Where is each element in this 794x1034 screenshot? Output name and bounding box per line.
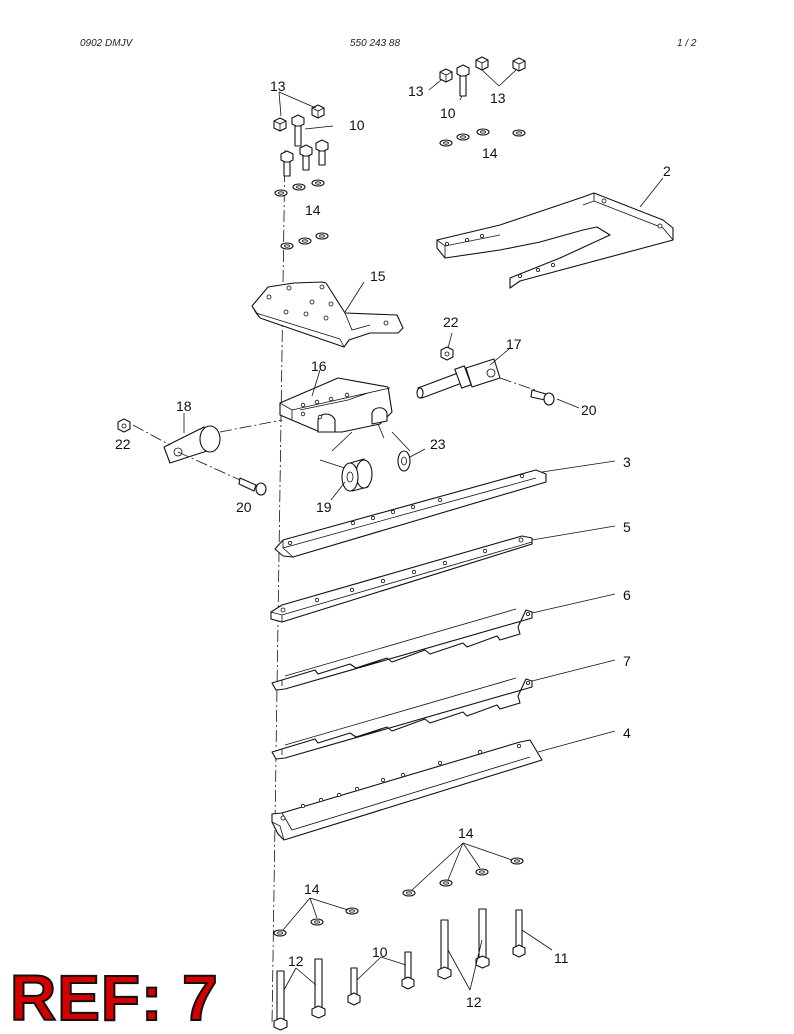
doc-code: 0902 DMJV: [80, 38, 133, 49]
shaft-eye-part-17: [416, 358, 501, 399]
callout-20: 20: [581, 402, 597, 418]
callout-6: 6: [623, 587, 631, 603]
bolts-top-left: [280, 114, 329, 177]
bar-part-5: [270, 535, 533, 623]
nuts-top-left: [273, 104, 325, 132]
callout-7: 7: [623, 653, 631, 669]
bolt-long: [311, 958, 326, 1019]
callout-3: 3: [623, 454, 631, 470]
pin-part-20-upper: [530, 389, 555, 406]
blade-part-7: [271, 677, 533, 760]
bolt: [280, 150, 294, 177]
callout-14: 14: [458, 825, 474, 841]
pin-part-20-lower: [238, 477, 267, 496]
bolt-top-right: [456, 64, 470, 97]
washers-top-left: [274, 179, 329, 250]
callout-5: 5: [623, 519, 631, 535]
hex-nut: [273, 117, 287, 132]
nut-part-22-lower: [117, 418, 131, 433]
callout-13: 13: [270, 78, 286, 94]
shaft-part-18: [163, 425, 221, 464]
callout-18: 18: [176, 398, 192, 414]
callout-22: 22: [443, 314, 459, 330]
callout-2: 2: [663, 163, 671, 179]
callout-23: 23: [430, 436, 446, 452]
angled-blade-part-4: [271, 739, 543, 841]
callout-12: 12: [288, 953, 304, 969]
bolt-short: [347, 967, 361, 1006]
callout-17: 17: [506, 336, 522, 352]
bolt-long: [437, 919, 452, 980]
mounting-plate-part-15: [251, 281, 404, 348]
bolt: [315, 139, 329, 166]
washers-bottom-right: [402, 857, 524, 897]
callout-20: 20: [236, 499, 252, 515]
callout-14: 14: [482, 145, 498, 161]
callout-22: 22: [115, 436, 131, 452]
hex-nut: [311, 104, 325, 119]
callout-11: 11: [554, 950, 569, 966]
callout-13: 13: [490, 90, 506, 106]
callout-14: 14: [304, 881, 320, 897]
washers-bottom-left: [273, 907, 359, 937]
bolts-bottom: [273, 908, 526, 1031]
callout-14: 14: [305, 202, 321, 218]
roller-part-19: [341, 458, 373, 492]
carrier-block-part-16: [279, 377, 393, 433]
part-number: 550 243 88: [350, 38, 401, 49]
bolt-short: [401, 951, 415, 990]
bolt-medium: [512, 909, 526, 958]
blade-part-6: [271, 608, 533, 691]
washers-top-right: [439, 128, 526, 147]
callout-16: 16: [311, 358, 327, 374]
bolt-long: [475, 908, 490, 969]
washer-part-23: [397, 450, 411, 472]
nuts-top-right: [439, 56, 526, 83]
callout-10: 10: [349, 117, 365, 133]
bolt-long: [273, 970, 288, 1031]
bar-part-3: [274, 469, 547, 558]
callout-10: 10: [372, 944, 388, 960]
bolt: [291, 114, 305, 147]
nut-part-22-upper: [440, 346, 454, 361]
callout-12: 12: [466, 994, 482, 1010]
callout-13: 13: [408, 83, 424, 99]
ref-label: REF: 7: [9, 962, 219, 1034]
callout-10: 10: [440, 105, 456, 121]
page-indicator: 1 / 2: [677, 38, 697, 49]
bolt: [299, 144, 313, 171]
callout-19: 19: [316, 499, 332, 515]
callout-15: 15: [370, 268, 386, 284]
u-frame-part-2: [436, 192, 674, 289]
callout-4: 4: [623, 725, 631, 741]
assembly-axis: [271, 149, 286, 1026]
